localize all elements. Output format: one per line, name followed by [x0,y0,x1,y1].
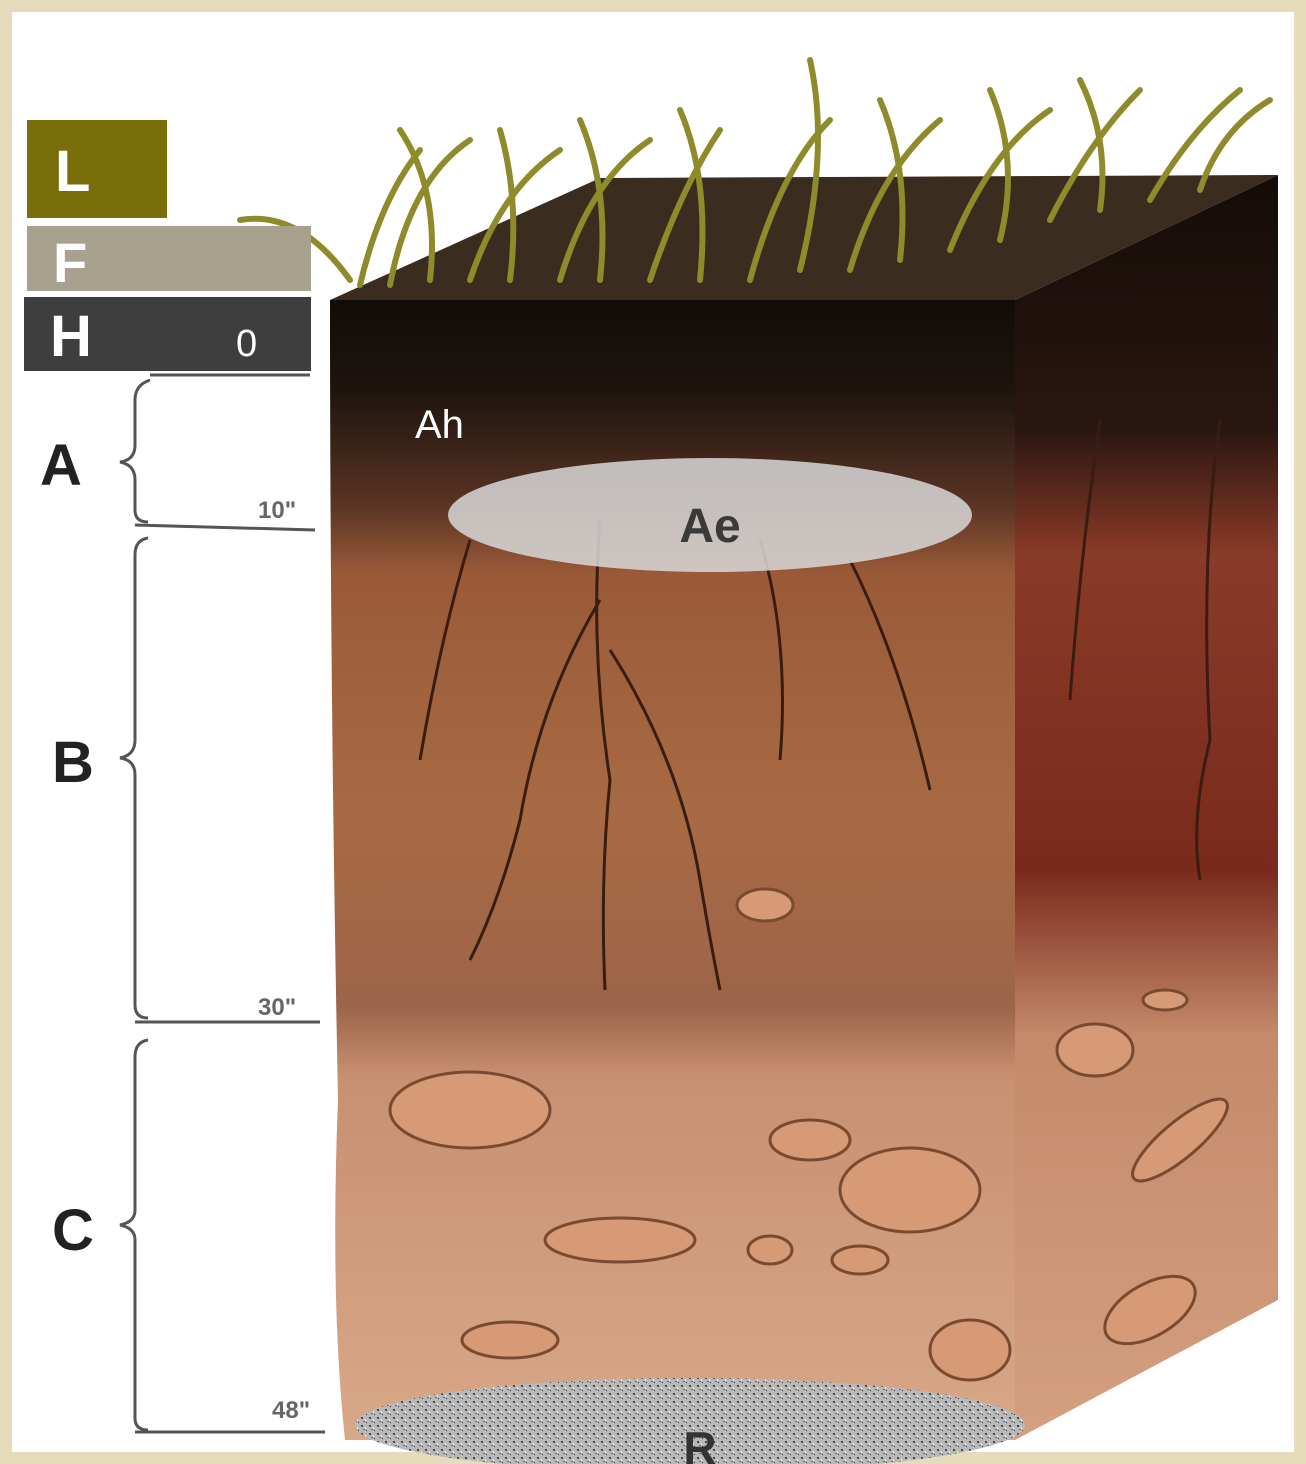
sublabel-ah: Ah [415,403,464,447]
layer-tag-h: H 0 [24,297,311,371]
bracket-a [120,380,150,522]
h-depth-value: 0 [236,323,257,366]
depth-scale [120,375,325,1432]
depth-marker-10: 10" [258,497,296,524]
horizon-label-c: C [52,1198,94,1263]
layer-tag-f: F [27,226,311,291]
layer-label-h: H [50,303,92,370]
bracket-b [120,538,148,1018]
layer-tag-l: L [27,120,167,218]
layer-label-f: F [53,230,87,295]
horizon-label-b: B [52,730,94,795]
soil-block-side-face [1015,175,1278,1440]
sublabel-r: R [683,1422,716,1464]
depth-marker-30: 30" [258,994,296,1021]
horizon-label-a: A [40,433,82,498]
layer-label-l: L [55,138,90,205]
sublabel-ae: Ae [679,500,740,553]
bracket-c [120,1040,148,1430]
depth-marker-48: 48" [272,1397,310,1424]
